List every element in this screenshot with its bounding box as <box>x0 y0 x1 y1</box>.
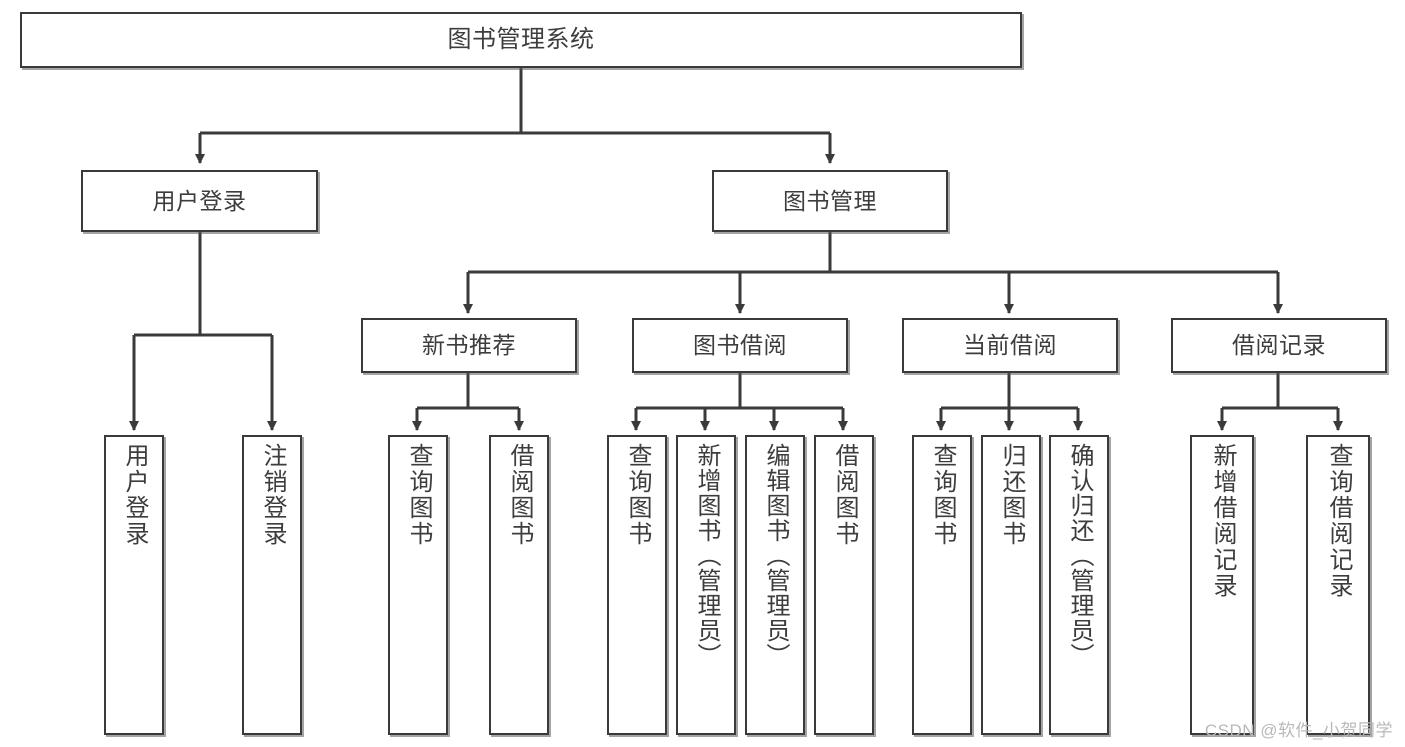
node-label: 图书借阅 <box>693 332 787 359</box>
node-label: 查询图书 <box>624 443 651 547</box>
node-label: 借阅记录 <box>1232 332 1326 359</box>
node-label: 查询图书 <box>405 443 432 547</box>
node-label: 确认归还（管理员） <box>1066 443 1093 668</box>
node-label: 新书推荐 <box>422 332 516 359</box>
leaf-borrow-record-add[interactable]: 新增借阅记录 <box>1190 435 1254 735</box>
node-label: 图书管理系统 <box>447 26 595 54</box>
node-root-library-system[interactable]: 图书管理系统 <box>20 12 1022 68</box>
leaf-book-borrow-add-admin[interactable]: 新增图书（管理员） <box>676 435 736 735</box>
leaf-book-borrow-borrow[interactable]: 借阅图书 <box>814 435 874 735</box>
node-label: 图书管理 <box>783 187 877 214</box>
leaf-user-login-login[interactable]: 用户登录 <box>104 435 164 735</box>
leaf-current-borrow-confirm-admin[interactable]: 确认归还（管理员） <box>1049 435 1109 735</box>
node-book-management[interactable]: 图书管理 <box>712 170 948 232</box>
node-borrow-record[interactable]: 借阅记录 <box>1171 318 1387 373</box>
leaf-current-borrow-return[interactable]: 归还图书 <box>981 435 1041 735</box>
node-label: 查询借阅记录 <box>1325 443 1352 599</box>
leaf-new-book-search[interactable]: 查询图书 <box>388 435 448 735</box>
node-label: 编辑图书（管理员） <box>762 443 789 668</box>
node-label: 新增图书（管理员） <box>693 443 720 668</box>
node-label: 借阅图书 <box>506 443 533 547</box>
node-label: 新增借阅记录 <box>1209 443 1236 599</box>
node-book-borrow[interactable]: 图书借阅 <box>632 318 848 373</box>
node-new-book-recommend[interactable]: 新书推荐 <box>361 318 577 373</box>
node-label: 用户登录 <box>152 187 247 214</box>
node-label: 当前借阅 <box>963 332 1057 359</box>
leaf-new-book-borrow[interactable]: 借阅图书 <box>489 435 549 735</box>
leaf-borrow-record-search[interactable]: 查询借阅记录 <box>1306 435 1370 735</box>
node-label: 借阅图书 <box>831 443 858 547</box>
node-label: 归还图书 <box>998 443 1025 547</box>
node-label: 查询图书 <box>929 443 956 547</box>
leaf-book-borrow-edit-admin[interactable]: 编辑图书（管理员） <box>745 435 805 735</box>
leaf-current-borrow-search[interactable]: 查询图书 <box>912 435 972 735</box>
node-label: 注销登录 <box>259 443 286 547</box>
node-label: 用户登录 <box>121 443 148 547</box>
leaf-book-borrow-search[interactable]: 查询图书 <box>607 435 667 735</box>
watermark: CSDN @软件_小贺同学 <box>1204 721 1393 740</box>
node-current-borrow[interactable]: 当前借阅 <box>902 318 1118 373</box>
node-user-login[interactable]: 用户登录 <box>81 170 318 232</box>
leaf-user-login-logout[interactable]: 注销登录 <box>242 435 302 735</box>
